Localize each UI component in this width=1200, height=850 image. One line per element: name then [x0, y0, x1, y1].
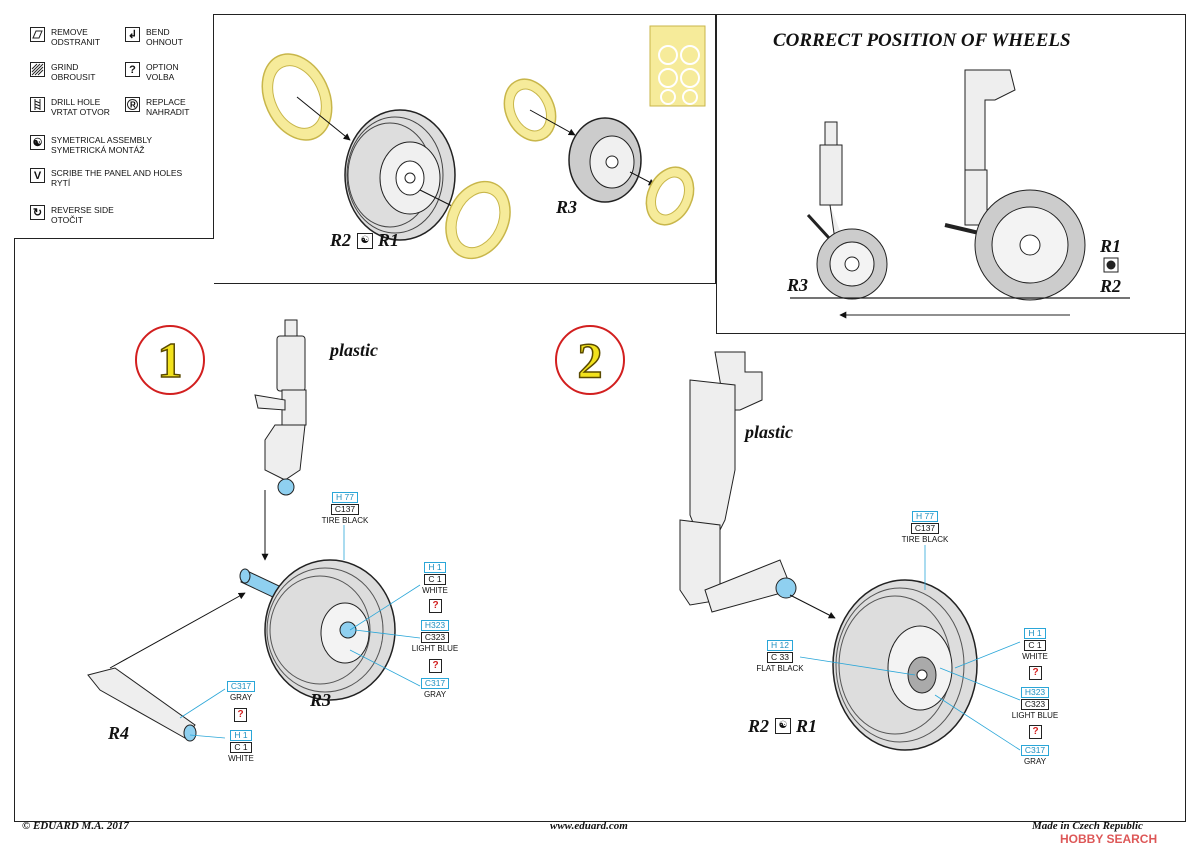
label-r3: R3 [310, 690, 332, 710]
legend-text: SYMETRICAL ASSEMBLY [51, 135, 153, 145]
option-icon: ? [429, 659, 442, 673]
correct-position-panel [716, 14, 1186, 334]
plastic-label: plastic [330, 340, 378, 360]
legend-text: BEND [146, 27, 170, 37]
legend-text: REPLACE [146, 97, 186, 107]
footer-copyright: © EDUARD M.A. 2017 [22, 820, 129, 832]
correct-label-r3: R3 [787, 275, 809, 295]
scribe-icon: V [30, 168, 45, 183]
legend-text: REMOVE [51, 27, 88, 37]
nose-wheel-top [568, 117, 642, 203]
svg-text:R: R [130, 101, 136, 110]
symmetry-icon: ☯ [775, 718, 791, 734]
remove-icon [30, 27, 45, 42]
legend-text: VRTAT OTVOR [51, 107, 110, 117]
step1-r4-part [87, 667, 197, 742]
legend-text: SCRIBE THE PANEL AND HOLES [51, 168, 183, 178]
option-icon: ? [429, 599, 442, 613]
grind-icon [30, 62, 45, 77]
correct-position-title: CORRECT POSITION OF WHEELS [773, 30, 1071, 51]
legend-text: REVERSE SIDE [51, 205, 114, 215]
label-r2: R2 [330, 230, 352, 250]
mask-ring-r1 [445, 180, 511, 260]
main-wheel-top [344, 109, 456, 241]
option-icon: ? [1029, 725, 1042, 739]
legend-text: ODSTRANIT [51, 37, 101, 47]
replace-icon: R [125, 97, 140, 112]
step2-main-wheel [832, 579, 978, 751]
option-icon: ? [125, 62, 140, 77]
drill-icon [30, 97, 45, 112]
sheet-frame [14, 14, 1186, 822]
correct-label-r2: R2 [1100, 276, 1122, 296]
option-icon: ? [1029, 666, 1042, 680]
legend-text: OHNOUT [146, 37, 183, 47]
legend-text: RYTÍ [51, 178, 71, 188]
step-1-marker: 1 [135, 325, 205, 395]
bend-icon: ↲ [125, 27, 140, 42]
legend-text: DRILL HOLE [51, 97, 101, 107]
watermark: HOBBY SEARCH [1060, 832, 1158, 846]
correct-label-r1: R1 [1100, 236, 1122, 256]
label-r3: R3 [556, 197, 578, 217]
symmetry-icon: ☯ [30, 135, 45, 150]
legend-text: GRIND [51, 62, 79, 72]
footer-website: www.eduard.com [550, 820, 628, 832]
step1-nose-strut [254, 319, 307, 496]
label-r1: R1 [378, 230, 400, 250]
footer-made-in: Made in Czech Republic [1032, 820, 1143, 832]
label-r2: R2 [748, 716, 770, 736]
correct-main-gear [944, 69, 1086, 301]
legend-text: OTOČIT [51, 215, 83, 225]
mask-sheet-thumbnail [649, 25, 706, 107]
symmetry-icon: ☯ [357, 233, 373, 249]
legend-text: OPTION [146, 62, 179, 72]
legend-text: VOLBA [146, 72, 175, 82]
label-r4: R4 [108, 723, 130, 743]
mask-panel [214, 14, 716, 284]
step1-nose-wheel [264, 559, 396, 701]
legend-text: OBROUSIT [51, 72, 96, 82]
reverse-icon: ↻ [30, 205, 45, 220]
correct-nose-gear [806, 121, 888, 300]
legend-panel [14, 14, 214, 239]
legend-text: NAHRADIT [146, 107, 190, 117]
step2-main-strut [679, 351, 797, 613]
step-2-marker: 2 [555, 325, 625, 395]
label-r1: R1 [796, 716, 818, 736]
plastic-label: plastic [745, 422, 793, 442]
option-icon: ? [234, 708, 247, 722]
legend-text: SYMETRICKÁ MONTÁŽ [51, 145, 145, 155]
mask-ring-r3-inner [645, 166, 695, 226]
